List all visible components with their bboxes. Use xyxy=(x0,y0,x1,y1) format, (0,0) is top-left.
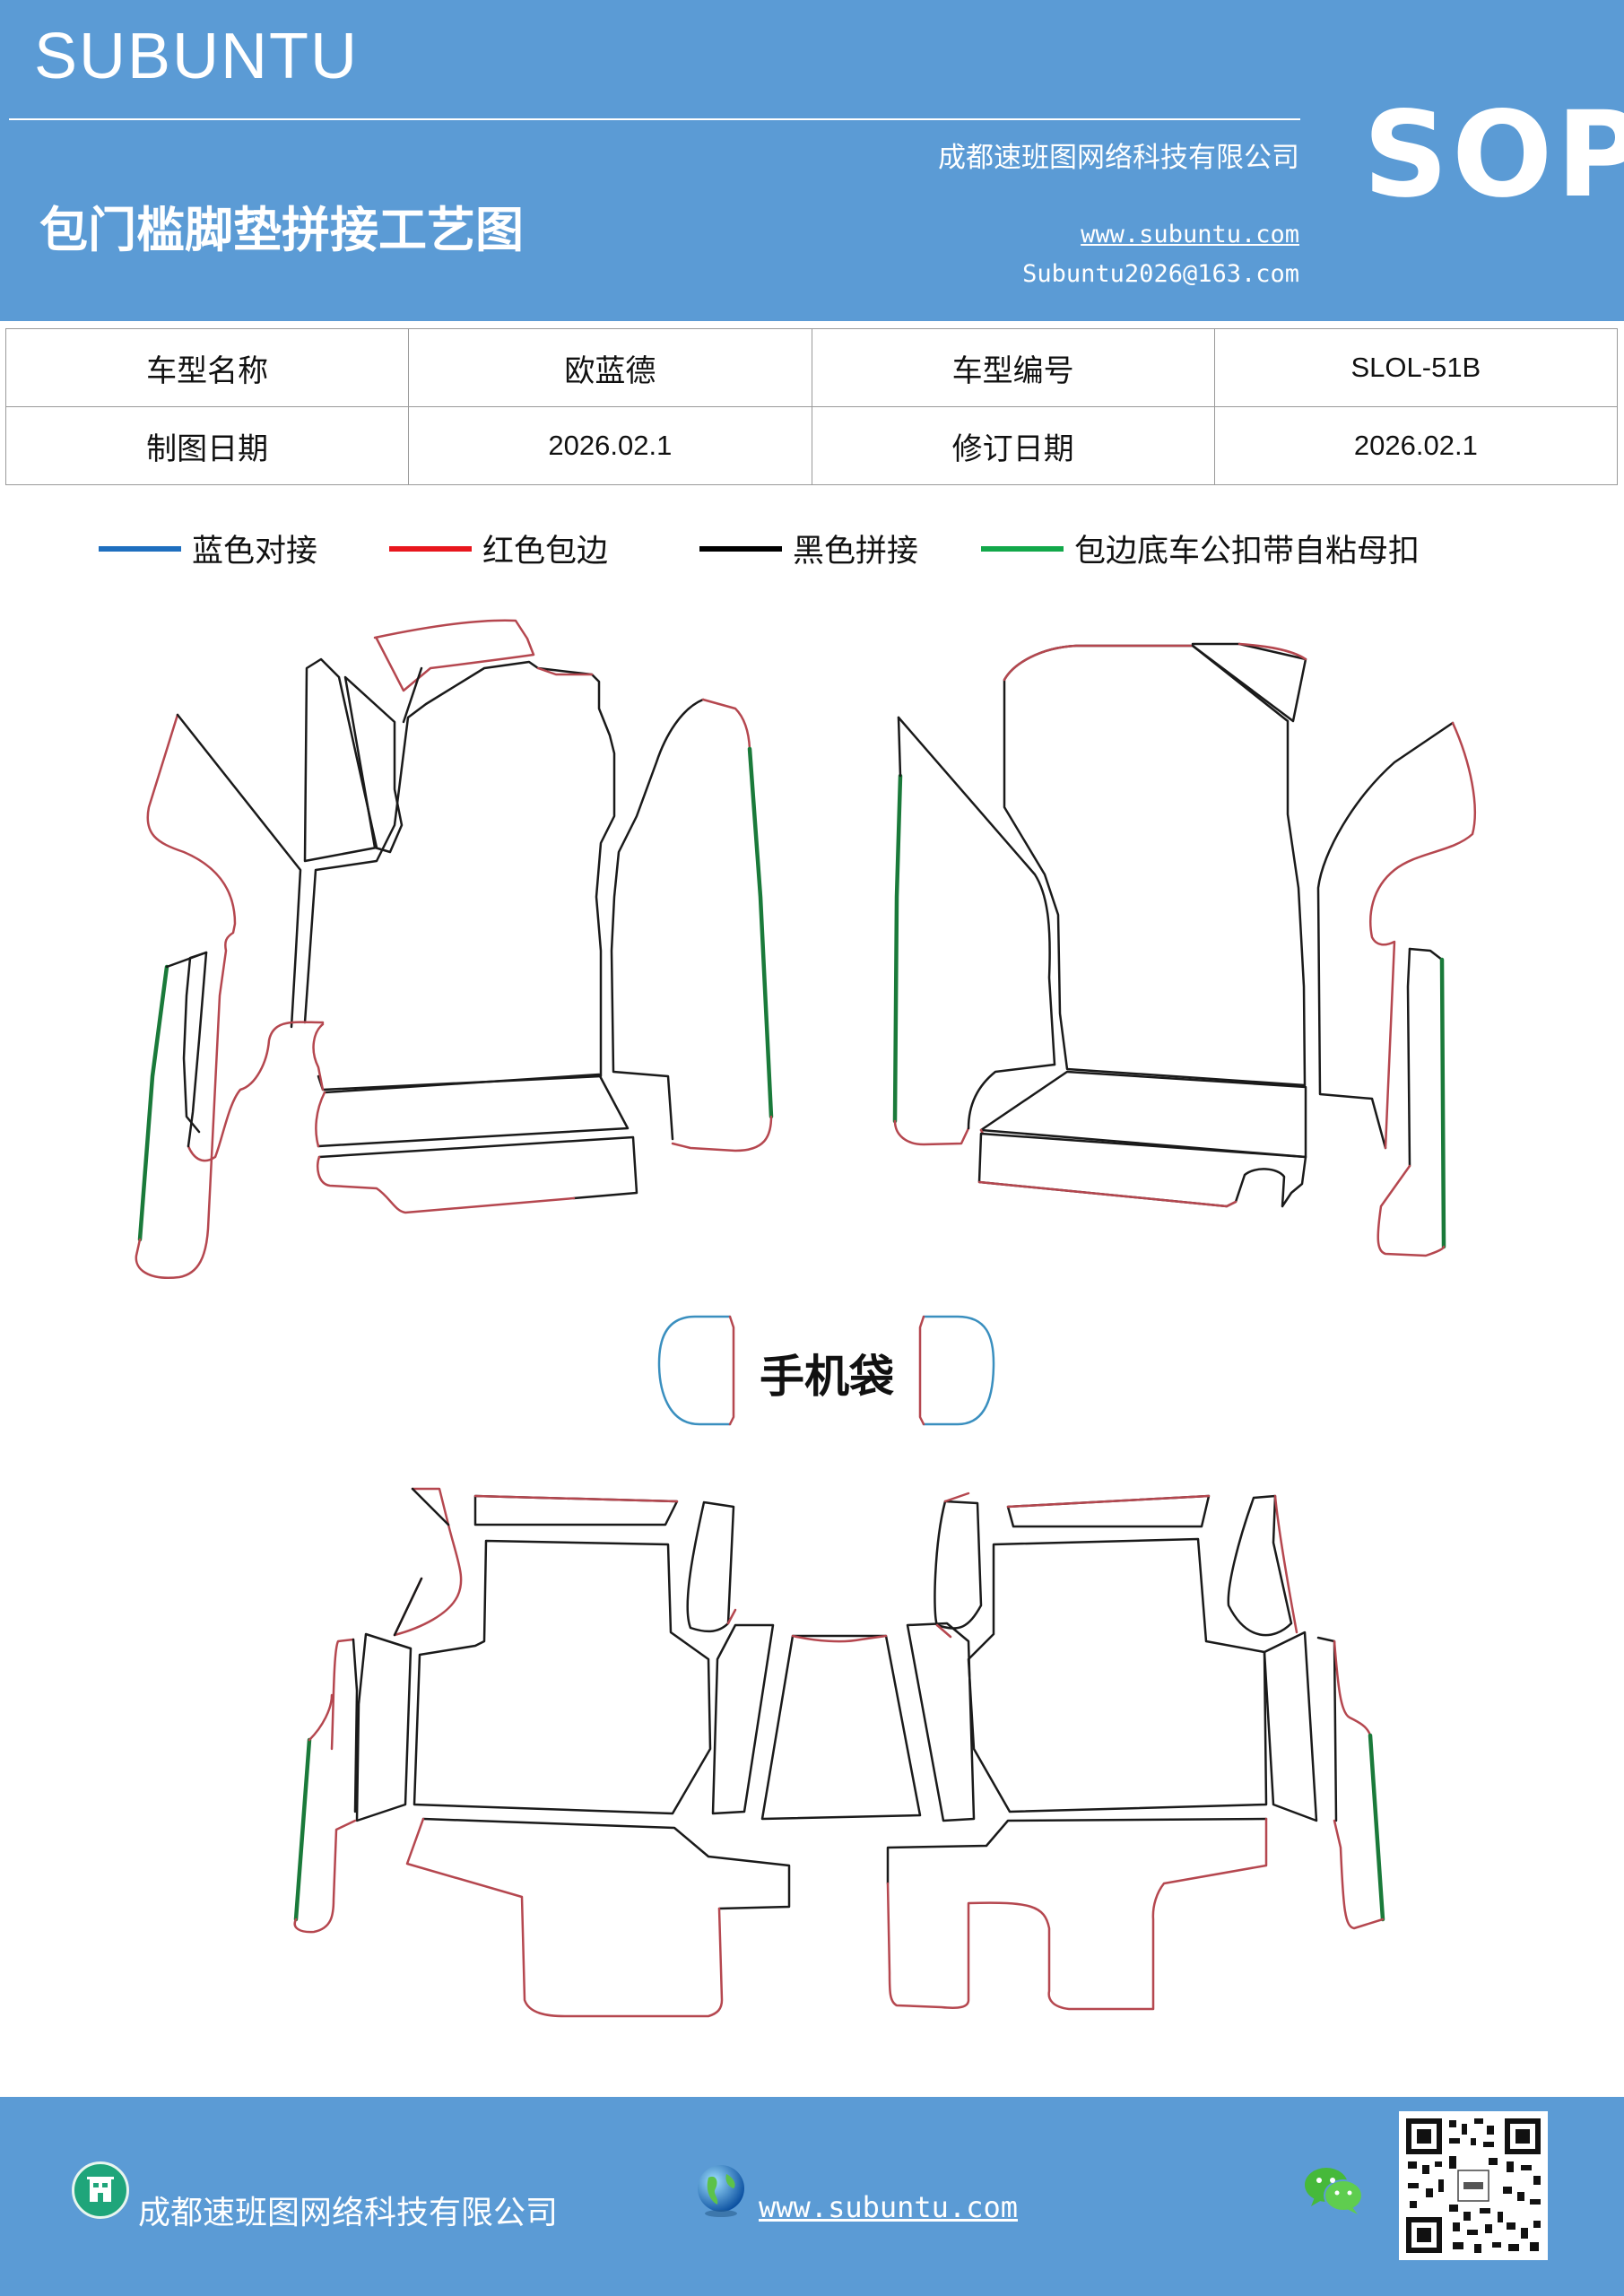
header-email: Subuntu2026@163.com xyxy=(1022,260,1299,288)
vehicle-info-table: 车型名称 欧蓝德 车型编号 SLOL-51B 制图日期 2026.02.1 修订… xyxy=(4,328,1619,485)
header-company: 成都速班图网络科技有限公司 xyxy=(938,142,1299,174)
legend-swatch xyxy=(699,545,782,552)
building-icon xyxy=(72,2161,129,2219)
footer-website-link[interactable]: www.subuntu.com xyxy=(759,2190,1018,2224)
header-divider xyxy=(9,118,1300,120)
qr-code xyxy=(1399,2111,1548,2260)
legend-label: 黑色拼接 xyxy=(793,534,919,570)
model-code-value: SLOL-51B xyxy=(1213,328,1619,407)
rear-right-mat xyxy=(886,1492,1385,2011)
table-row: 车型名称 欧蓝德 车型编号 SLOL-51B xyxy=(4,328,1619,407)
footer-company: 成都速班图网络科技有限公司 xyxy=(138,2195,559,2231)
floor-mat-diagram: 手机袋 xyxy=(135,619,1476,2018)
legend-item-red: 红色包边 xyxy=(389,526,608,571)
model-code-label: 车型编号 xyxy=(811,328,1215,407)
brand-name: SUBUNTU xyxy=(34,21,360,92)
legend-swatch xyxy=(389,545,472,552)
legend-item-green: 包边底车公扣带自粘母扣 xyxy=(981,526,1420,571)
legend-label: 包边底车公扣带自粘母扣 xyxy=(1074,534,1420,570)
globe-icon xyxy=(692,2161,750,2219)
table-row: 制图日期 2026.02.1 修订日期 2026.02.1 xyxy=(4,406,1619,485)
legend-label: 红色包边 xyxy=(482,534,609,570)
legend-swatch xyxy=(981,545,1064,552)
draw-date-value: 2026.02.1 xyxy=(408,406,812,485)
draw-date-label: 制图日期 xyxy=(4,406,410,485)
sop-badge: SOP xyxy=(1363,86,1624,224)
header-banner: SUBUNTU 成都速班图网络科技有限公司 包门槛脚垫拼接工艺图 www.sub… xyxy=(0,0,1624,321)
model-name-value: 欧蓝德 xyxy=(408,328,812,407)
legend-item-black: 黑色拼接 xyxy=(699,526,918,571)
line-legend: 蓝色对接 红色包边 黑色拼接 包边底车公扣带自粘母扣 xyxy=(0,526,1624,579)
rear-left-mat xyxy=(293,1487,791,2018)
revise-date-value: 2026.02.1 xyxy=(1213,406,1619,485)
legend-item-blue: 蓝色对接 xyxy=(99,526,317,571)
phone-pocket-label: 手机袋 xyxy=(760,1351,894,1403)
wechat-icon[interactable] xyxy=(1302,2163,1365,2217)
footer-banner: 成都速班图网络科技有限公司 www.subuntu.com xyxy=(0,2097,1624,2296)
legend-label: 蓝色对接 xyxy=(192,534,318,570)
rear-center-mat xyxy=(760,1634,922,1821)
document-title: 包门槛脚垫拼接工艺图 xyxy=(39,202,524,258)
front-right-mat xyxy=(892,642,1476,1257)
front-left-mat xyxy=(135,619,774,1279)
revise-date-label: 修订日期 xyxy=(811,406,1215,485)
header-website-link[interactable]: www.subuntu.com xyxy=(1081,221,1299,248)
phone-pockets: 手机袋 xyxy=(657,1315,995,1426)
model-name-label: 车型名称 xyxy=(4,328,410,407)
legend-swatch xyxy=(99,545,181,552)
